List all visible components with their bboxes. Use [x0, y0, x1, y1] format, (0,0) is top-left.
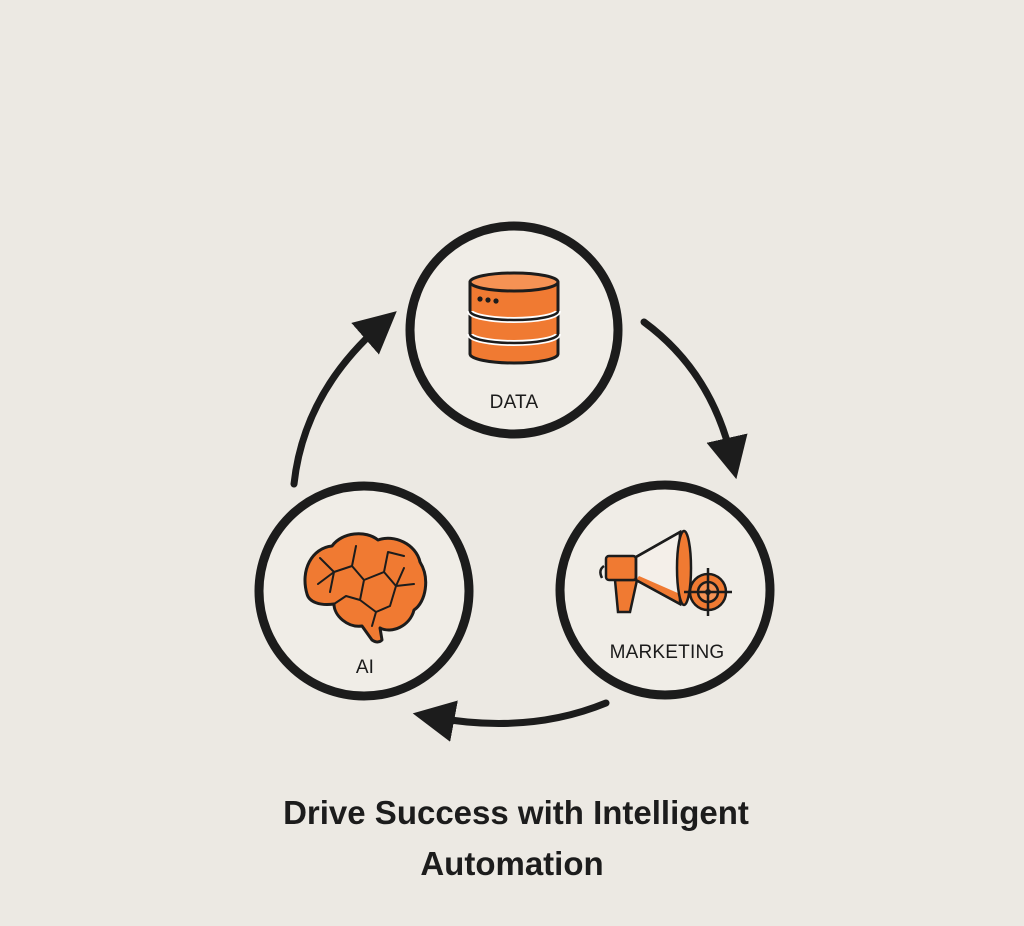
database-icon	[467, 271, 561, 365]
arrow-ai-to-data	[290, 311, 397, 488]
caption-line-2: Automation	[420, 845, 604, 882]
node-data-label: DATA	[490, 392, 539, 413]
brain-icon	[303, 532, 428, 644]
caption-line-1: Drive Success with Intelligent	[283, 794, 749, 831]
node-ai: AI	[254, 481, 474, 701]
megaphone-target-icon	[599, 529, 732, 616]
node-marketing-label: MARKETING	[610, 642, 725, 663]
node-marketing: MARKETING	[555, 480, 775, 700]
node-ai-label: AI	[356, 657, 374, 678]
node-data: DATA	[405, 221, 623, 439]
arrow-marketing-to-ai	[412, 699, 610, 742]
arrow-data-to-marketing	[640, 318, 748, 480]
